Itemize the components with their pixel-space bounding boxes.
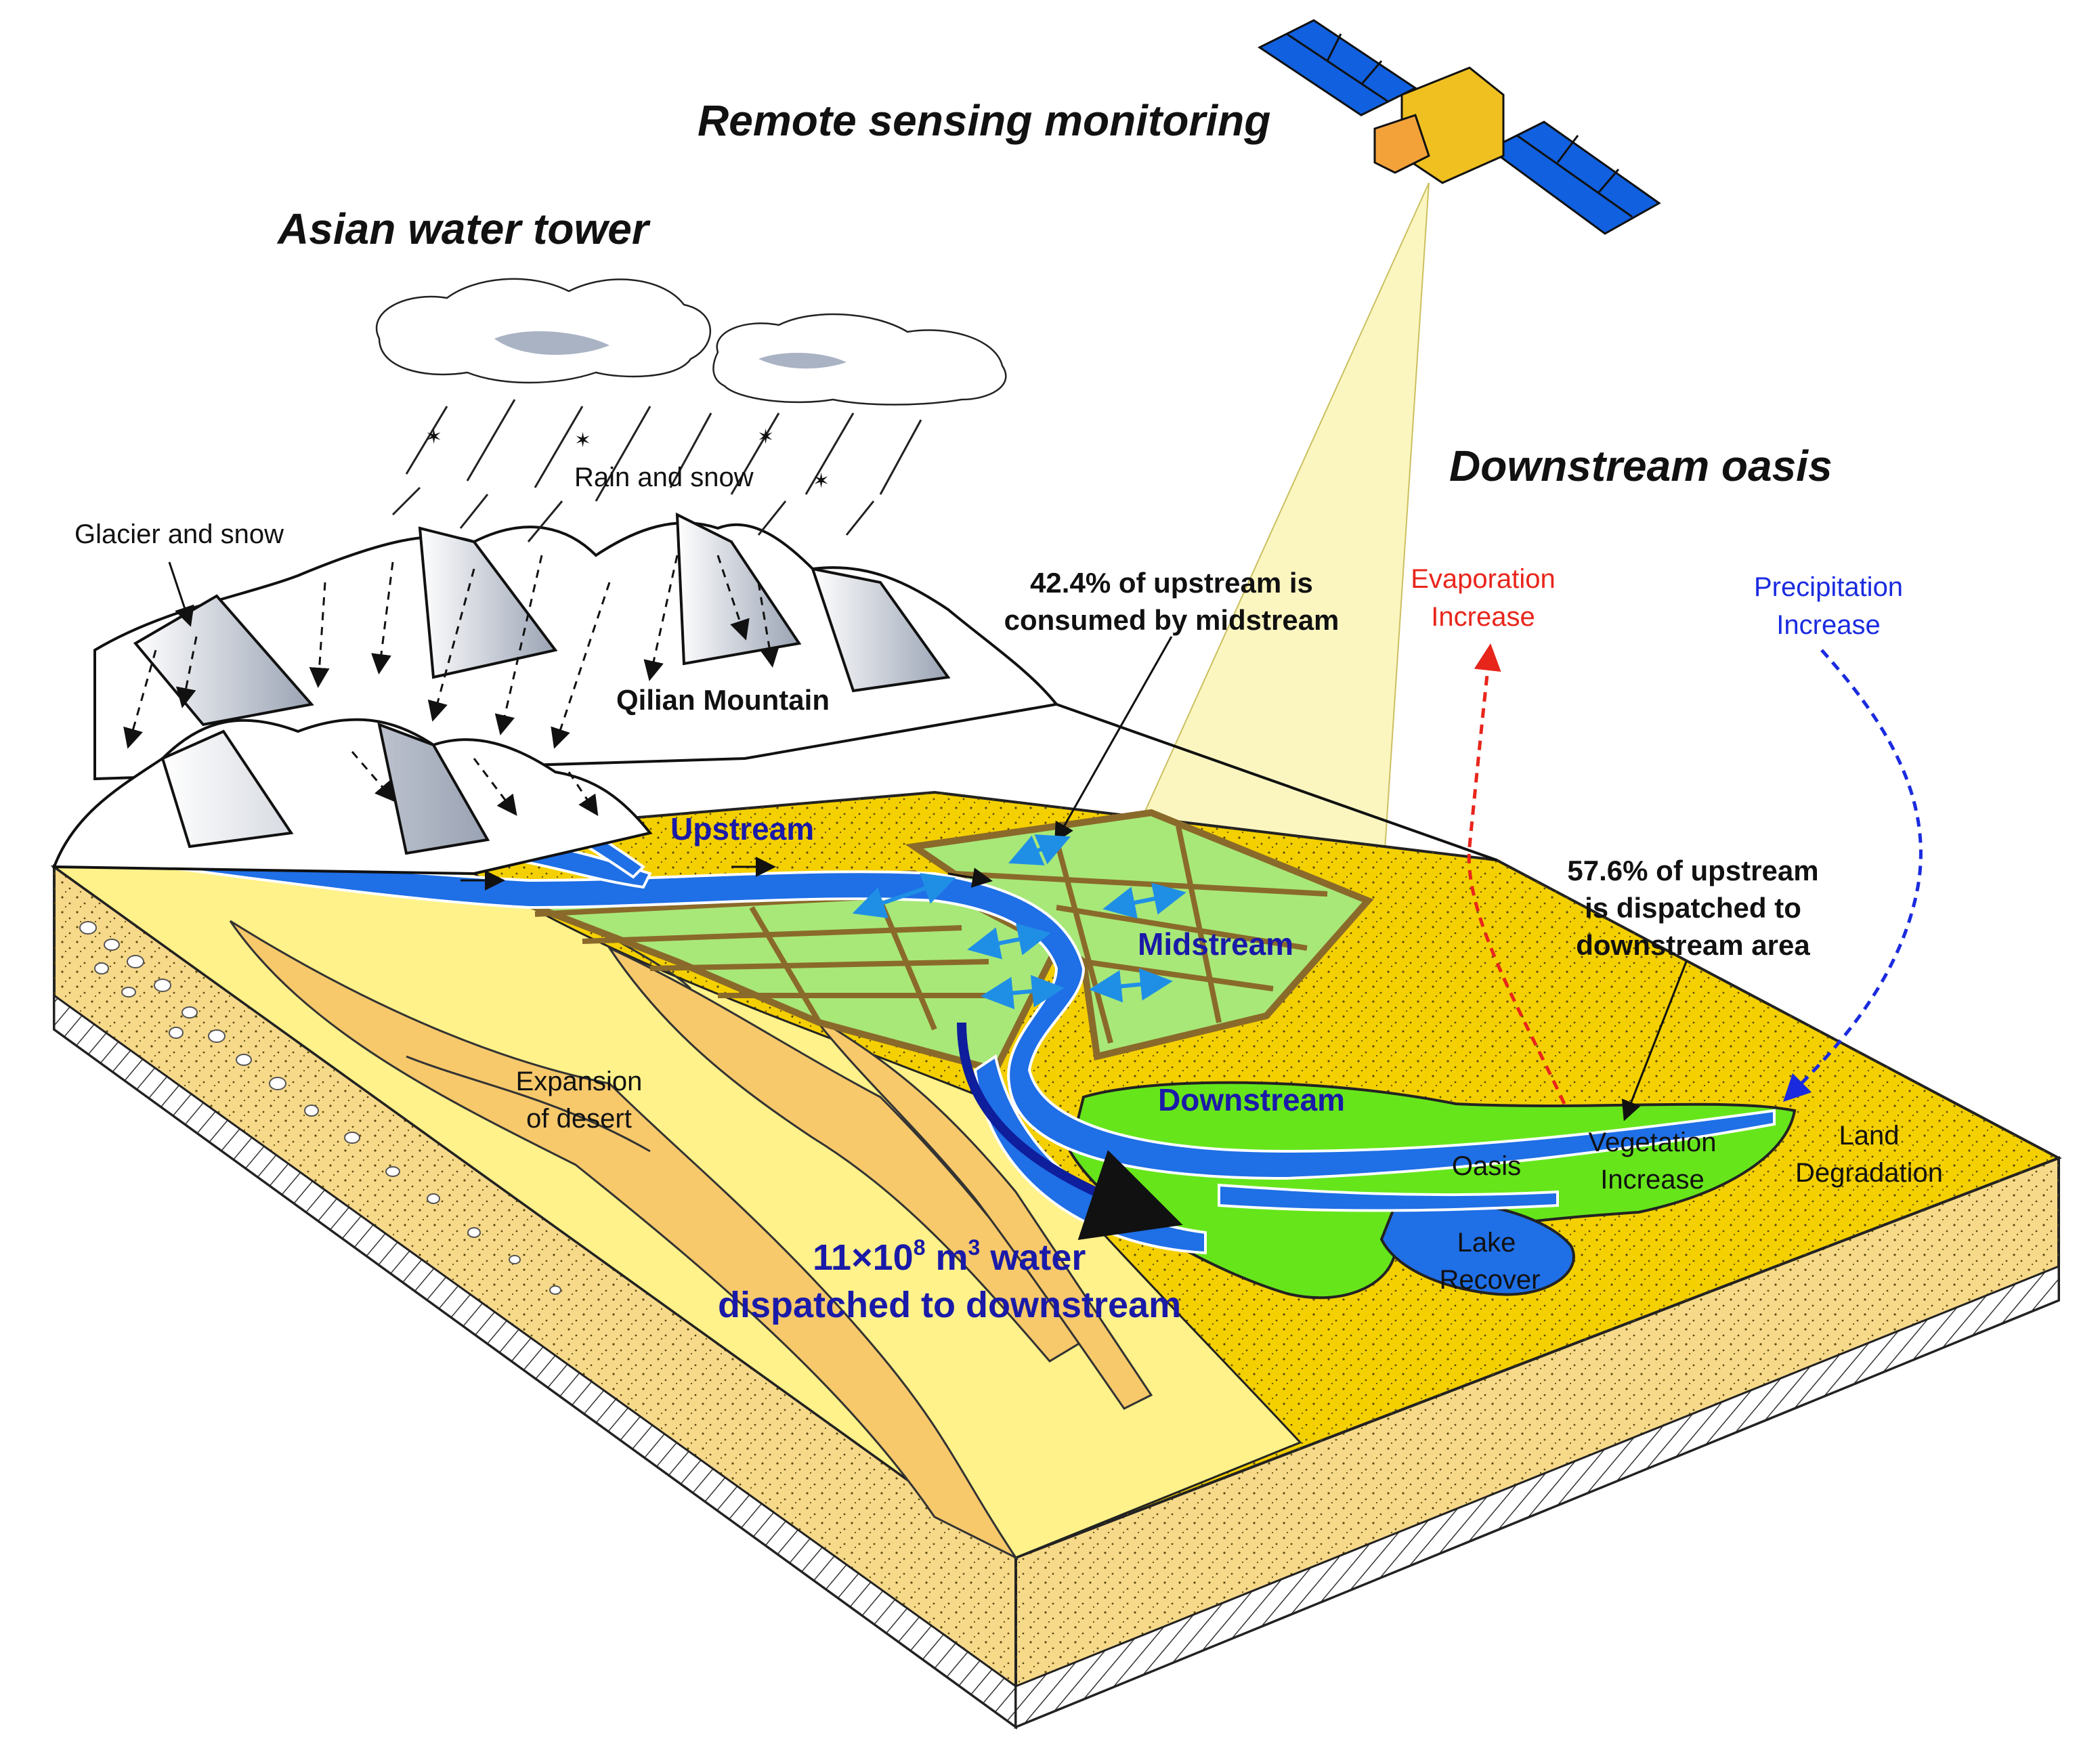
- remote-sensing-beam: [1143, 182, 1430, 902]
- cloud-right-shade: [758, 352, 847, 369]
- oasis-label: Oasis: [1452, 1151, 1521, 1181]
- cloud-left: [375, 278, 712, 384]
- irrigation-arrows: [852, 834, 1186, 1010]
- lake-label-line1: Lake: [1457, 1228, 1516, 1258]
- vegetation-label-line2: Increase: [1600, 1165, 1704, 1195]
- upstream-label: Upstream: [670, 811, 814, 847]
- evaporation-label-line2: Increase: [1431, 602, 1535, 632]
- cloud-right: [712, 313, 1007, 406]
- snowflake-icon: ✶: [813, 470, 830, 492]
- mountain-front-shade: [160, 722, 490, 855]
- snowflake-icon: ✶: [574, 429, 591, 452]
- rain-streaks: [391, 399, 922, 542]
- water-dispatch-line1: 11×108 m3 water: [813, 1235, 1086, 1278]
- land-degradation-line2: Degradation: [1795, 1158, 1943, 1188]
- snowflake-icon: ✶: [757, 426, 774, 448]
- consumed-pointer: [1054, 636, 1173, 844]
- evaporation-arrow: [1467, 643, 1566, 1105]
- mountain-back-range: [93, 521, 1059, 781]
- dispatched-annotation-line1: 57.6% of upstream: [1567, 855, 1818, 886]
- midstream-label: Midstream: [1138, 926, 1293, 962]
- downstream-oasis-title: Downstream oasis: [1449, 442, 1833, 490]
- precipitation-label-line2: Increase: [1776, 610, 1880, 640]
- downstream-label: Downstream: [1158, 1082, 1345, 1117]
- oasis-channel: [1218, 1183, 1559, 1212]
- desert-label-line2: of desert: [526, 1104, 632, 1134]
- glacier-and-snow-label: Glacier and snow: [74, 519, 284, 549]
- midstream-farmland: [500, 809, 1374, 1074]
- lake-label-line2: Recover: [1440, 1265, 1541, 1295]
- remote-sensing-title: Remote sensing monitoring: [698, 96, 1270, 145]
- vegetation-label-line1: Vegetation: [1588, 1128, 1716, 1157]
- cloud-left-shade: [494, 331, 609, 355]
- dispatched-pointer: [1621, 961, 1688, 1121]
- rain-and-snow-label: Rain and snow: [574, 463, 754, 492]
- snowflake-icon: ✶: [425, 426, 442, 448]
- block-left-face-sand: [54, 867, 1016, 1727]
- dune-band-3: [811, 1014, 1153, 1410]
- gravel-deposit: [79, 921, 561, 1295]
- asian-water-tower-title: Asian water tower: [276, 205, 651, 253]
- evaporation-label-line1: Evaporation: [1411, 564, 1555, 594]
- dispatched-annotation-line3: downstream area: [1576, 929, 1810, 961]
- dune-line-2: [406, 1055, 651, 1153]
- water-dispatch-line2: dispatched to downstream: [718, 1285, 1181, 1325]
- consumed-annotation-line2: consumed by midstream: [1004, 604, 1340, 636]
- qilian-mountain-label: Qilian Mountain: [616, 684, 830, 716]
- ridge-line: [1056, 703, 1497, 861]
- mountain-peak-3: [675, 512, 802, 666]
- glacier-flow-arrows: [123, 555, 779, 816]
- land-degradation-line1: Land: [1839, 1121, 1900, 1151]
- block-front-bedrock: [1014, 1264, 2060, 1729]
- glacier-pointer: [168, 561, 194, 627]
- precipitation-arrow: [1782, 649, 1923, 1102]
- water-dispatch-arrow: [957, 1022, 1183, 1240]
- dispatched-annotation-line2: is dispatched to: [1585, 892, 1801, 924]
- mountain-peak-2: [418, 526, 558, 679]
- clouds: [375, 278, 1007, 406]
- satellite-sensor: [1373, 114, 1430, 174]
- field-dividers-left: [534, 891, 1002, 1031]
- satellite-icon: [1258, 19, 1661, 235]
- desert-label-line1: Expansion: [516, 1067, 643, 1096]
- precipitation-label-line1: Precipitation: [1754, 572, 1903, 602]
- consumed-annotation-line1: 42.4% of upstream is: [1030, 567, 1313, 599]
- mountain-peak-4: [811, 567, 951, 693]
- dune-band-2: [606, 945, 1086, 1363]
- terrain-block: [53, 864, 2060, 1730]
- snowflake-icons: ✶ ✶ ✶ ✶: [425, 426, 830, 492]
- dune-band-1: [229, 920, 1019, 1560]
